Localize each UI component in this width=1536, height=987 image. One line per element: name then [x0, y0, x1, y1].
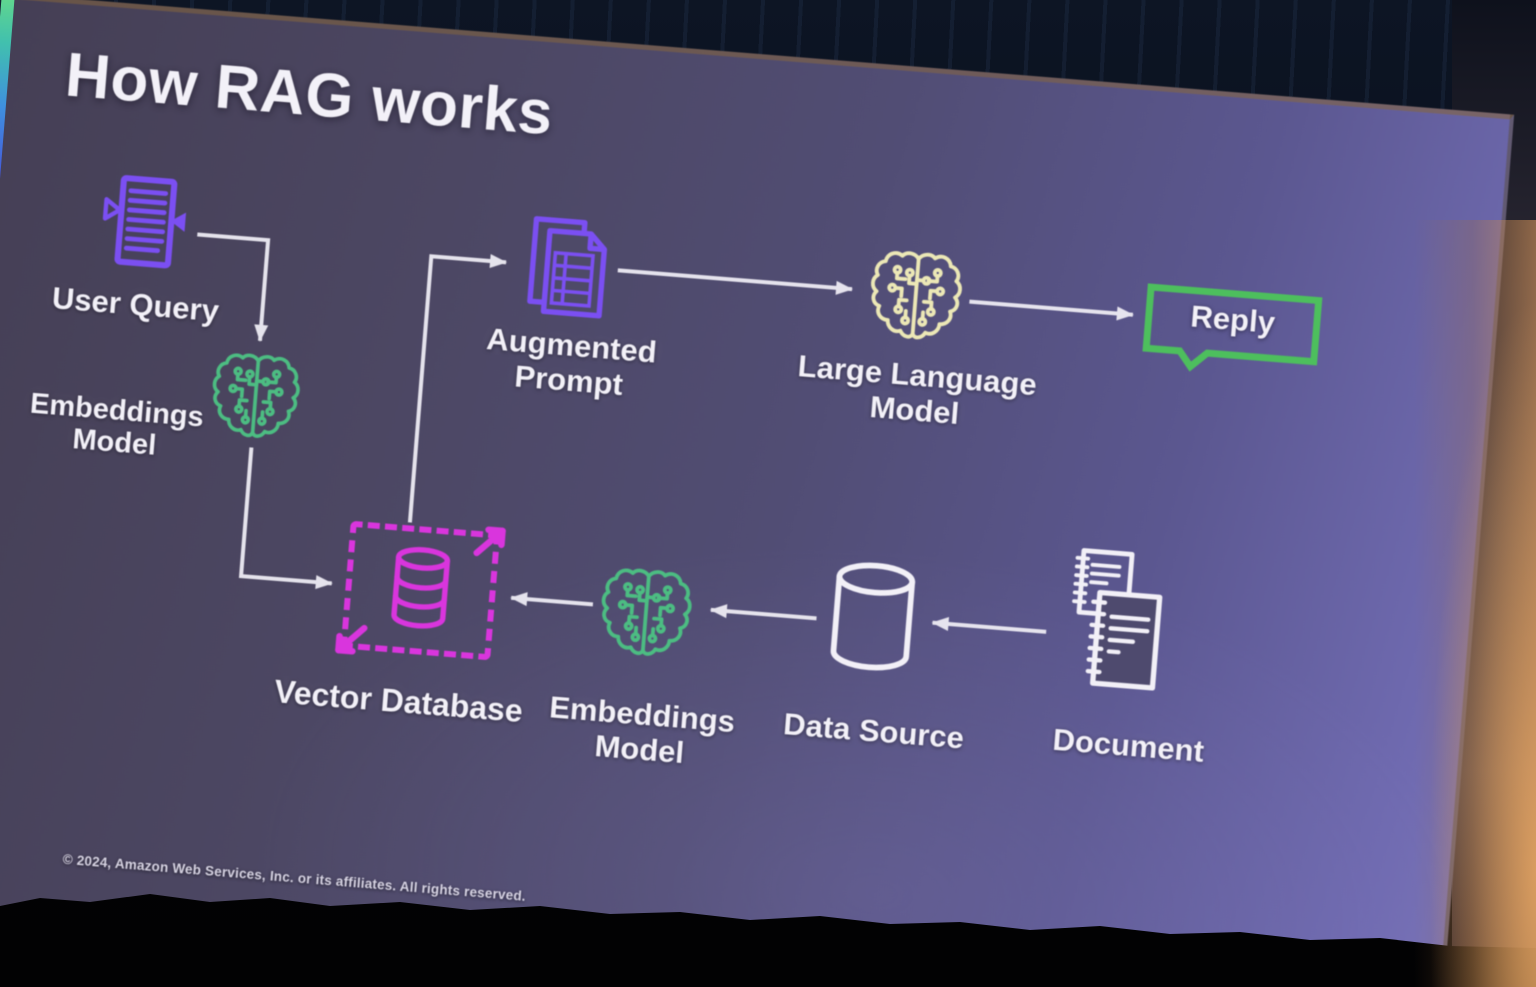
- vector-database-cylinder-icon: [391, 547, 451, 629]
- user-query-icon: [102, 175, 187, 269]
- document-icon: [1072, 548, 1163, 691]
- expand-arrow-bottom-left-icon: [335, 624, 368, 655]
- large-language-model-icon: [871, 251, 962, 340]
- vector-database-node: [335, 520, 506, 661]
- embeddings-model-ingest-icon: [601, 568, 692, 656]
- augmented-prompt-icon: [527, 216, 608, 319]
- expand-arrow-top-right-icon: [473, 526, 506, 557]
- embeddings-model-query-icon: [212, 353, 300, 438]
- speech-bubble-icon: [1142, 283, 1323, 372]
- data-source-icon: [830, 562, 916, 671]
- reply-node: Reply: [1139, 281, 1326, 384]
